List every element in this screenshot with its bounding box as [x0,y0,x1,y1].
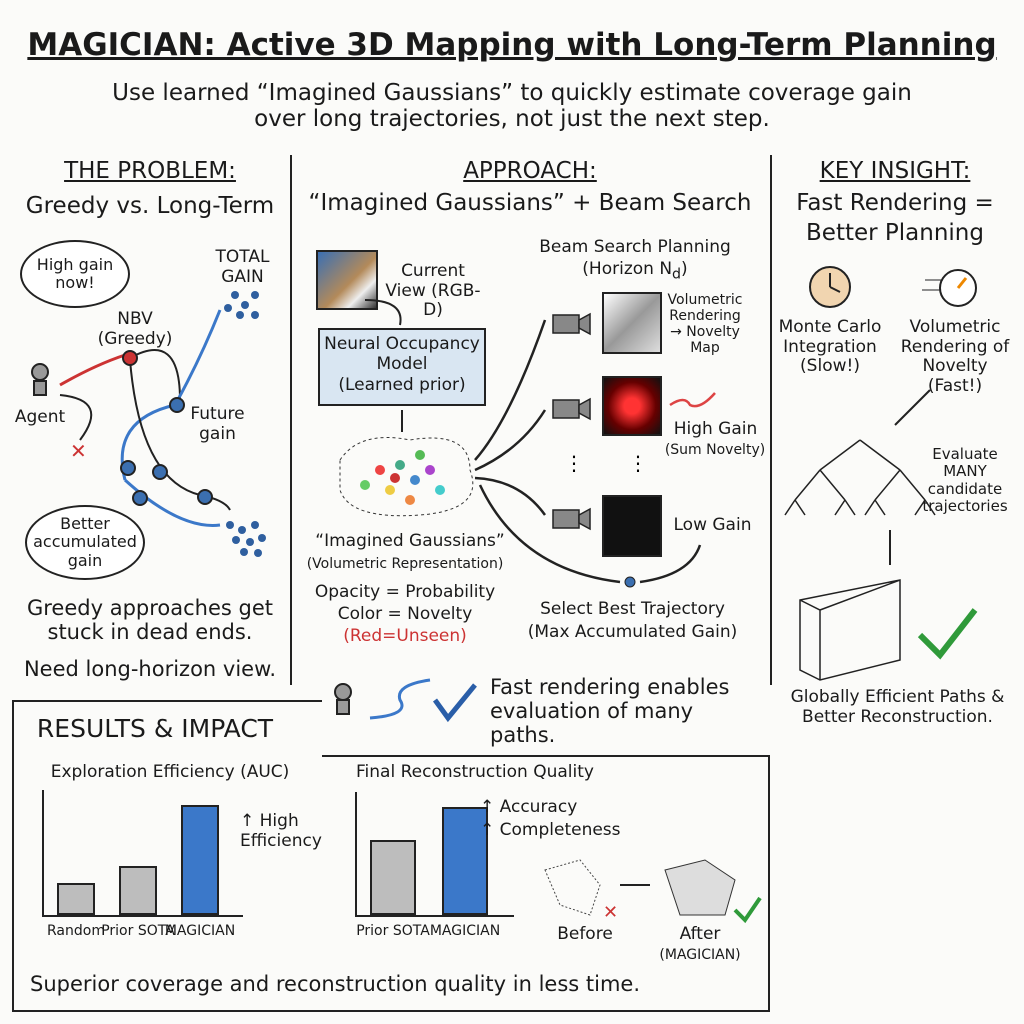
category-label: Random [47,923,105,939]
bar-magician [442,807,488,915]
category-label: MAGICIAN [164,923,236,939]
page-title: MAGICIAN: Active 3D Mapping with Long-Te… [27,27,997,63]
future-gain-label: Future gain [190,404,245,444]
category-label: Prior SOTA [101,923,175,939]
divider [770,155,772,685]
svg-text:⋮: ⋮ [628,451,648,475]
problem-subheading: Greedy vs. Long-Term [25,193,275,219]
after-label: After [679,924,721,944]
result-label: Globally Efficient Paths & Better Recons… [790,687,1005,727]
after-sub-label: (MAGICIAN) [659,947,741,963]
checkmark-icon [917,608,978,660]
evaluate-label: Evaluate MANY candidate trajectories [922,445,1008,515]
category-label: MAGICIAN [429,923,501,939]
x-axis [355,915,514,917]
beam-title: Beam Search Planning [539,237,731,257]
nbv-label: NBV (Greedy) [97,309,173,349]
select-label: Select Best Trajectory [540,599,725,619]
opacity-label: Opacity = Probability [314,582,496,602]
beam-horizon: (Horizon Nd) [582,259,688,283]
low-gain-image [602,495,662,557]
problem-note: Greedy approaches get stuck in dead ends… [26,596,273,645]
agent-label: Agent [14,407,66,427]
insight-sub1: Fast Rendering = [796,190,994,216]
y-axis [355,792,357,915]
results-frame [12,700,770,1012]
accuracy-label: ↑ Accuracy [480,797,578,817]
sum-novelty-label: (Sum Novelty) [664,442,766,458]
cloud-better-gain: Better accumulated gain [25,505,145,580]
chart1-title: Exploration Efficiency (AUC) [50,762,290,782]
results-footer: Superior coverage and reconstruction qua… [30,972,640,996]
svg-text:⋮: ⋮ [564,451,584,475]
checkmark-icon [733,896,762,924]
agent-icon [31,363,49,396]
bar-magician [181,805,219,915]
gaussians-title: “Imagined Gaussians” [315,531,505,551]
current-view-label: Current View (RGB-D) [385,261,481,321]
divider [12,700,322,702]
insight-sub2: Better Planning [806,220,984,246]
divider [768,755,770,1012]
monte-carlo-label: Monte Carlo Integration (Slow!) [778,317,882,377]
svg-text:✕: ✕ [70,439,87,463]
high-efficiency-label: ↑ High Efficiency [240,811,322,851]
problem-note-2: Need long-horizon view. [23,657,277,681]
clock-icon [809,266,851,308]
chart2-title: Final Reconstruction Quality [356,762,594,782]
before-mesh [544,859,601,916]
nbv-node [122,350,138,366]
cloud-high-gain: High gain now! [20,240,130,308]
approach-subheading: “Imagined Gaussians” + Beam Search [308,190,752,216]
volumetric-fast-label: Volumetric Rendering of Novelty (Fast!) [900,317,1010,396]
approach-heading: APPROACH: [463,158,597,184]
x-axis [42,915,243,917]
svg-text:✕: ✕ [603,902,618,923]
high-gain-image [602,376,662,436]
bar-random [57,883,95,915]
select-sub: (Max Accumulated Gain) [527,622,738,642]
room-reconstruction [799,579,901,681]
before-label: Before [557,924,613,944]
y-axis [42,790,44,915]
volumetric-label: Volumetric Rendering → Novelty Map [667,292,743,357]
divider [290,155,292,685]
novelty-map-image [602,292,662,354]
completeness-label: ↑ Completeness [480,820,621,840]
camera-icon [552,312,591,531]
stopwatch-icon [922,269,977,307]
problem-heading: THE PROBLEM: [64,158,236,184]
red-label: (Red=Unseen) [343,626,467,646]
gaussians-subtitle: (Volumetric Representation) [306,556,504,572]
divider [322,755,770,757]
results-heading: RESULTS & IMPACT [36,714,274,743]
color-label: Color = Novelty [337,604,473,624]
low-gain-label: Low Gain [673,515,752,535]
gaussian-cloud [339,437,474,517]
bar-prior-sota [119,865,157,915]
bar-prior-sota [370,840,416,915]
after-mesh [664,859,736,916]
high-gain-label: High Gain [673,419,758,439]
insight-heading: KEY INSIGHT: [819,158,971,184]
subtitle: Use learned “Imagined Gaussians” to quic… [112,80,912,133]
total-gain-label: TOTAL GAIN [215,247,270,287]
checkmark-icon [432,683,477,723]
agent-icon [334,683,352,715]
category-label: Prior SOTA [356,923,430,939]
tree-icon [784,439,936,516]
